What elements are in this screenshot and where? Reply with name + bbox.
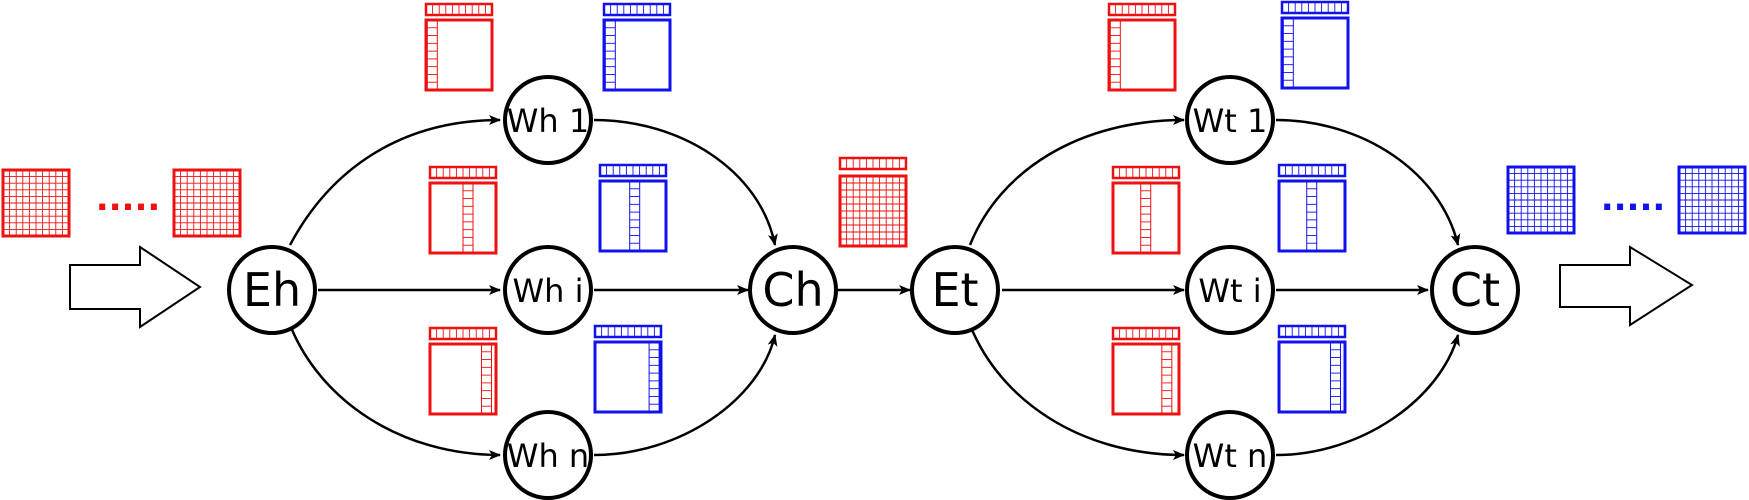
node-wh1-label: Wh 1 <box>507 102 589 140</box>
node-wh1: Wh 1 <box>503 75 593 165</box>
node-ch-label: Ch <box>762 263 823 317</box>
wtn-tail-matrix <box>1277 340 1347 414</box>
matrix-icons <box>1 0 1747 416</box>
input-seq-box-last <box>172 168 242 238</box>
whi-head-bar <box>428 165 498 180</box>
edge-eh-whn <box>288 324 501 460</box>
wtn-head-matrix <box>1111 342 1181 416</box>
wti-head-matrix <box>1111 181 1181 255</box>
wt1-tail-bar <box>1280 0 1350 15</box>
edge-wt1-ct <box>1275 118 1461 246</box>
wti-tail-matrix <box>1277 179 1347 253</box>
output-arrow <box>1559 245 1694 327</box>
node-whn-label: Wh n <box>507 437 589 475</box>
whi-tail-bar <box>598 163 668 178</box>
output-seq-box-last <box>1677 165 1747 235</box>
wt1-head-matrix <box>1107 18 1177 92</box>
wti-tail-bar <box>1277 163 1347 178</box>
node-whi-label: Wh i <box>513 272 584 310</box>
node-whn: Wh n <box>503 410 593 500</box>
ch-matrix-bar <box>838 156 908 171</box>
edge-whn-ch <box>593 334 778 457</box>
wt1-head-bar <box>1107 2 1177 17</box>
node-eh-label: Eh <box>243 263 301 317</box>
input-seq-ellipsis: ..... <box>96 179 161 219</box>
wh1-tail-bar <box>602 2 672 17</box>
edge-wtn-ct <box>1275 334 1460 457</box>
whi-head-matrix <box>428 181 498 255</box>
whn-tail-bar <box>593 324 663 339</box>
edge-wh1-ch <box>593 118 778 246</box>
wtn-tail-bar <box>1277 324 1347 339</box>
output-seq-box-first <box>1506 165 1576 235</box>
whi-tail-matrix <box>598 179 668 253</box>
node-et-label: Et <box>931 263 978 317</box>
node-et: Et <box>910 245 1000 335</box>
wtn-head-bar <box>1111 326 1181 341</box>
input-seq-box-first <box>1 168 71 238</box>
node-ct-label: Ct <box>1450 263 1500 317</box>
input-arrow <box>69 245 202 329</box>
wh1-head-matrix <box>424 18 494 92</box>
output-seq-ellipsis: ..... <box>1601 179 1666 219</box>
whn-head-bar <box>428 326 498 341</box>
node-wtn-label: Wt n <box>1193 437 1268 475</box>
node-wtn: Wt n <box>1185 410 1275 500</box>
edge-et-wt1 <box>968 115 1185 246</box>
node-wti: Wt i <box>1185 245 1275 335</box>
edge-et-wtn <box>968 324 1185 460</box>
wh1-head-bar <box>424 2 494 17</box>
node-eh: Eh <box>227 245 317 335</box>
node-whi: Wh i <box>503 245 593 335</box>
whn-tail-matrix <box>593 340 663 414</box>
node-wt1-label: Wt 1 <box>1193 102 1268 140</box>
edges <box>288 115 1461 460</box>
wh1-tail-matrix <box>602 18 672 92</box>
node-wti-label: Wt i <box>1198 272 1261 310</box>
edge-eh-wh1 <box>288 115 501 246</box>
node-ch: Ch <box>748 245 838 335</box>
wt1-tail-matrix <box>1280 16 1350 90</box>
whn-head-matrix <box>428 342 498 416</box>
wti-head-bar <box>1111 165 1181 180</box>
ch-matrix <box>838 174 908 248</box>
node-wt1: Wt 1 <box>1185 75 1275 165</box>
node-ct: Ct <box>1430 245 1520 335</box>
